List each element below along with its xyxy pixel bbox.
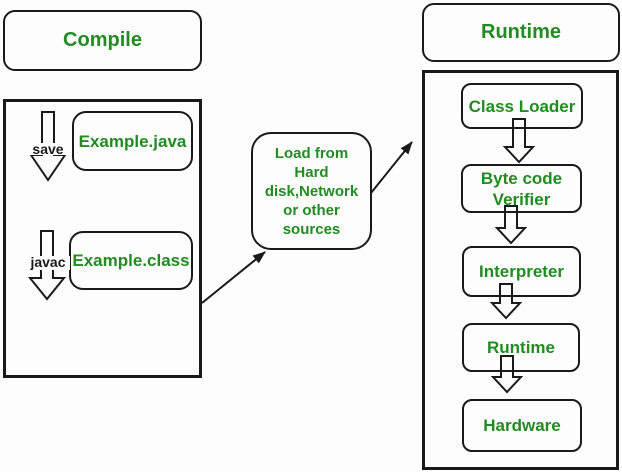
example-java-label: Example.java <box>78 131 187 151</box>
example-java-box: Example.java <box>72 111 193 171</box>
save-label: save <box>28 142 68 156</box>
byte-code-verifier-box: Byte code Verifier <box>461 164 582 213</box>
example-class-box: Example.class <box>69 231 193 290</box>
example-class-label: Example.class <box>72 251 190 270</box>
interpreter-box: Interpreter <box>462 246 581 297</box>
loader-label: Load from Hard disk,Network or other sou… <box>264 144 359 238</box>
runtime-step-box: Runtime <box>462 323 580 372</box>
compile-header-box: Compile <box>3 10 202 71</box>
classfile-to-loader-arrow-icon <box>201 251 266 304</box>
verifier-to-interpreter-arrow-icon <box>494 205 528 245</box>
class-loader-label: Class Loader <box>468 96 576 116</box>
runtime-header-box: Runtime <box>422 3 620 62</box>
compile-header-label: Compile <box>63 29 142 51</box>
runtime-to-hardware-arrow-icon <box>490 355 524 394</box>
compile-stage-container <box>3 99 202 378</box>
runtime-stage-container <box>422 70 619 470</box>
loader-box: Load from Hard disk,Network or other sou… <box>251 132 372 250</box>
hardware-label: Hardware <box>483 416 561 435</box>
interpreter-to-runtime-arrow-icon <box>489 283 523 320</box>
runtime-header-label: Runtime <box>481 21 561 43</box>
javac-label: javac <box>26 255 70 270</box>
byte-code-verifier-label: Byte code Verifier <box>480 168 563 209</box>
class-loader-box: Class Loader <box>461 83 583 129</box>
runtime-step-label: Runtime <box>487 338 555 357</box>
interpreter-label: Interpreter <box>478 262 565 281</box>
loader-to-runtime-arrow-icon <box>370 141 413 194</box>
hardware-box: Hardware <box>462 399 582 452</box>
classloader-to-verifier-arrow-icon <box>502 118 536 164</box>
